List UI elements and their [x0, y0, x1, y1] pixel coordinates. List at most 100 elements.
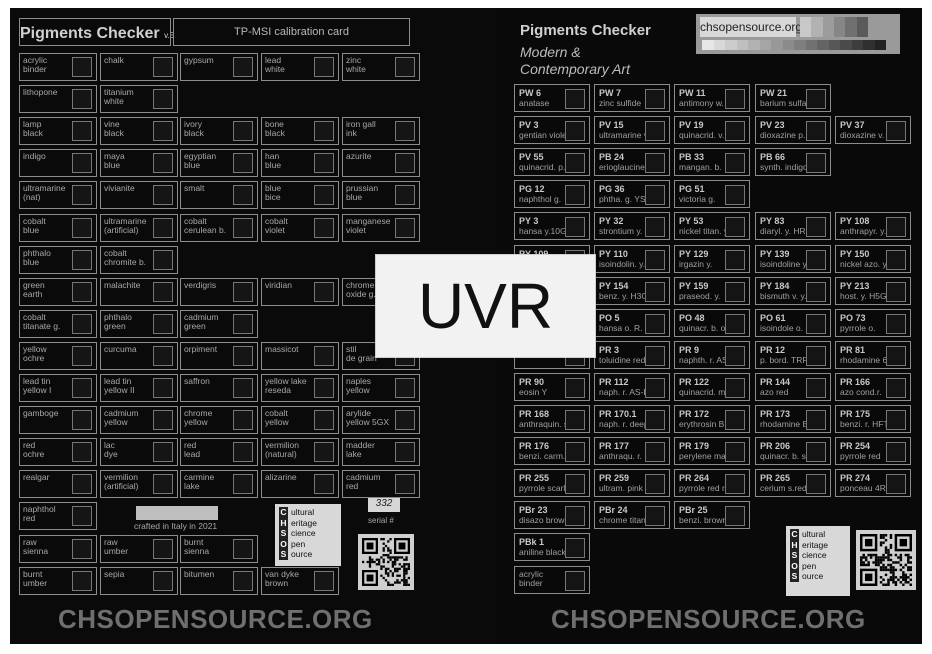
pigment-code: PO 5: [599, 312, 620, 323]
pigment-cell: lac dye: [100, 438, 178, 467]
pigment-name: ivory black: [184, 119, 204, 139]
pigment-name: victoria g.: [679, 194, 716, 205]
pigment-name: cobalt chromite b.: [104, 247, 147, 267]
pigment-name: chrome oxide g.: [346, 279, 376, 299]
pigment-name: stil de grain: [346, 343, 377, 363]
pigment-name: burnt umber: [23, 568, 48, 588]
pigment-swatch: [725, 217, 745, 238]
pigment-swatch: [886, 377, 906, 398]
pigment-swatch: [806, 89, 826, 109]
pigment-name: burnt sienna: [184, 536, 210, 556]
pigment-name: dioxazine v.: [840, 130, 885, 141]
pigment-code: PY 184: [760, 280, 790, 291]
pigment-cell: realgar: [19, 470, 97, 499]
pigment-name: saffron: [184, 376, 210, 386]
pigment-name: lithopone: [23, 87, 58, 98]
pigment-code: PR 259: [599, 473, 630, 484]
pigment-swatch: [565, 442, 585, 463]
pigment-swatch: [72, 345, 92, 366]
pigment-name: bismuth v. y.: [760, 290, 807, 301]
pigment-name: quinacrid. v.: [679, 130, 725, 141]
pigment-name: barium sulfat.: [760, 98, 812, 108]
pigment-code: PR 173: [760, 409, 791, 419]
pigment-swatch: [153, 313, 173, 334]
pigment-name: alizarine: [265, 472, 297, 483]
pigment-swatch: [153, 153, 173, 174]
pigment-swatch: [314, 345, 334, 366]
pigment-cell: massicot: [261, 341, 339, 370]
pigment-name: prussian blue: [346, 183, 379, 203]
pigment-swatch: [806, 442, 826, 463]
logo-letter: O: [790, 560, 799, 571]
grayscale-strip-top: [800, 17, 868, 37]
pigment-code: PG 12: [519, 184, 545, 195]
pigment-name: cobalt titanate g.: [23, 311, 61, 331]
pigment-cell: cobalt yellow: [261, 406, 339, 435]
pigment-cell: vine black: [100, 117, 178, 146]
pigment-cell: prussian blue: [342, 181, 420, 210]
pigment-swatch: [565, 217, 585, 238]
pigment-name: quinacrid. p.: [519, 162, 566, 173]
pigment-code: PY 139: [760, 248, 790, 259]
pigment-cell: vermilion (artificial): [100, 470, 178, 499]
pigment-swatch: [72, 378, 92, 398]
pigment-swatch: [645, 313, 665, 334]
pigment-name: nickel azo. y.: [840, 258, 889, 269]
pigment-cell: saffron: [180, 374, 258, 402]
pigment-cell: gamboge: [19, 406, 97, 435]
pigment-cell: cadmium yellow: [100, 406, 178, 435]
pigment-cell: cadmium green: [180, 309, 258, 338]
pigment-swatch: [395, 410, 415, 431]
pigment-name: chrome titan.: [599, 515, 649, 526]
pigment-name: yellow lake reseda: [265, 376, 307, 395]
pigment-cell: malachite: [100, 277, 178, 306]
pigment-swatch: [233, 153, 253, 174]
pigment-swatch: [565, 474, 585, 495]
pigment-name: bone black: [265, 119, 285, 139]
pigment-swatch: [233, 442, 253, 463]
pigment-code: PB 66: [760, 152, 786, 163]
pigment-code: PW 6: [519, 88, 542, 98]
pigment-cell: raw sienna: [19, 534, 97, 563]
pigment-swatch: [725, 442, 745, 463]
pigment-swatch: [395, 217, 415, 238]
pigment-name: bitumen: [184, 568, 215, 579]
pigment-name: benzi. brown: [679, 515, 728, 526]
pigment-swatch: [725, 410, 745, 430]
pigment-swatch: [314, 153, 334, 174]
pigment-swatch: [153, 378, 173, 398]
pigment-name: toluidine red: [599, 354, 646, 365]
pigment-code: PR 144: [760, 376, 791, 387]
pigment-name: cobalt yellow: [265, 408, 289, 428]
pigment-name: maya blue: [104, 151, 125, 171]
right-footer: CHSOPENSOURCE.ORG: [551, 604, 866, 634]
pigment-cell: phthalo green: [100, 309, 178, 338]
pigment-name: erythrosin B: [679, 419, 725, 429]
pigment-cell: ultramarine (nat): [19, 181, 97, 210]
pigment-name: yellow ochre: [23, 343, 47, 363]
pigment-code: PR 172: [679, 409, 710, 419]
pigment-code: PR 81: [840, 344, 866, 355]
pigment-code: PO 48: [679, 312, 705, 323]
pigment-cell: cobalt chromite b.: [100, 245, 178, 274]
pigment-code: PB 24: [599, 152, 625, 163]
pigment-name: quinacrid. m.: [679, 386, 728, 397]
pigment-swatch: [153, 57, 173, 77]
pigment-name: lamp black: [23, 119, 43, 139]
pigment-swatch: [886, 217, 906, 238]
card-label-frame: [173, 18, 410, 46]
pigment-swatch: [725, 281, 745, 302]
pigment-name: isoindolin. y.: [599, 258, 646, 269]
pigment-name: gentian violet: [519, 130, 570, 141]
